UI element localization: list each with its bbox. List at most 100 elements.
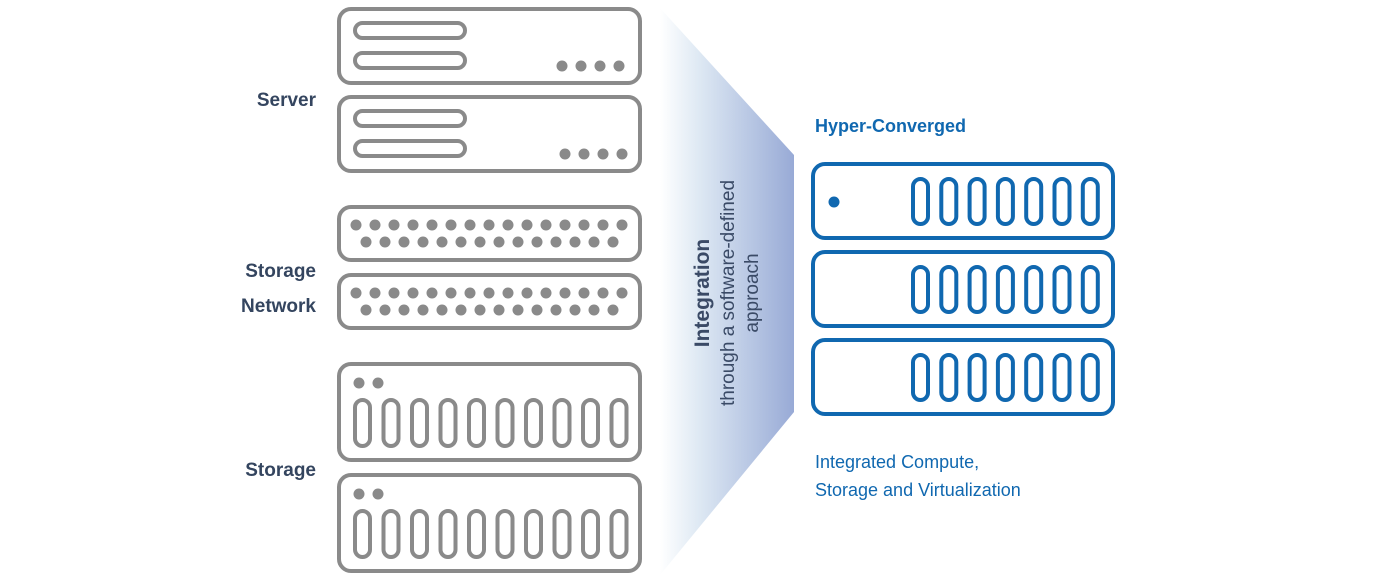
hyper-converged-unit [811, 338, 1115, 416]
port [550, 304, 562, 316]
hc-chassis [811, 250, 1115, 328]
integration-subtitle-line2: approach [742, 253, 763, 333]
port [540, 287, 552, 299]
port [350, 287, 362, 299]
storage-network-label: Storage Network [196, 254, 316, 324]
port [388, 219, 400, 231]
status-led [613, 60, 625, 72]
server-label: Server [256, 90, 316, 111]
drive-bay [381, 398, 401, 448]
drive-bay [1052, 265, 1072, 314]
port [607, 236, 619, 248]
port [493, 304, 505, 316]
drive-bay [495, 398, 515, 448]
port [445, 287, 457, 299]
status-led [559, 148, 571, 160]
port [483, 287, 495, 299]
integration-subtitle-line1: through a software-defined [718, 179, 739, 407]
port [398, 304, 410, 316]
port [578, 287, 590, 299]
drive-bay [410, 398, 429, 448]
port [493, 236, 505, 248]
switch-chassis [337, 273, 642, 330]
port [379, 236, 391, 248]
drive-bay [495, 509, 515, 559]
storage-unit [337, 473, 642, 573]
port [578, 219, 590, 231]
drive-bay [939, 265, 959, 314]
hc-chassis [811, 338, 1115, 416]
port [407, 219, 419, 231]
drive-bay [1024, 265, 1044, 314]
port [559, 287, 571, 299]
port [369, 219, 381, 231]
switch-chassis [337, 205, 642, 262]
port [388, 287, 400, 299]
drive-bay [410, 509, 429, 559]
port [474, 236, 486, 248]
integration-title: Integration [691, 238, 714, 348]
port [540, 219, 552, 231]
drive-bay [967, 353, 987, 402]
network-switch-unit [337, 273, 642, 330]
hyper-converged-unit [811, 250, 1115, 328]
storage-network-label-line1: Storage [245, 261, 316, 282]
status-led [372, 377, 384, 389]
status-led [597, 148, 609, 160]
port [426, 287, 438, 299]
status-led [372, 488, 384, 500]
drive-bay [967, 265, 987, 314]
port [588, 304, 600, 316]
port [350, 219, 362, 231]
drive-bay [609, 509, 629, 559]
drive-bay [1024, 353, 1044, 402]
server-chassis [337, 7, 642, 85]
storage-chassis [337, 362, 642, 462]
drive-bay [581, 398, 600, 448]
drive-bay [524, 398, 543, 448]
status-led [594, 60, 606, 72]
port [531, 304, 543, 316]
port [483, 219, 495, 231]
port [360, 236, 372, 248]
port [474, 304, 486, 316]
port [464, 219, 476, 231]
drive-bay [381, 509, 401, 559]
port [512, 304, 524, 316]
storage-network-label-line2: Network [241, 296, 316, 317]
drive-slot [353, 109, 467, 128]
port [531, 236, 543, 248]
port [569, 304, 581, 316]
drive-slot [353, 21, 467, 40]
port [417, 304, 429, 316]
drive-bay [967, 177, 987, 226]
drive-bay [1080, 265, 1100, 314]
hyper-converged-title: Hyper-Converged [815, 116, 967, 136]
drive-bay [911, 353, 930, 402]
port [616, 287, 628, 299]
drive-slot [353, 139, 467, 158]
drive-bay [609, 398, 629, 448]
status-led [578, 148, 590, 160]
drive-bay [524, 509, 543, 559]
status-led [353, 488, 365, 500]
status-led [828, 196, 840, 208]
storage-unit [337, 362, 642, 462]
port [426, 219, 438, 231]
port [512, 236, 524, 248]
drive-bay [1052, 177, 1072, 226]
drive-bay [1024, 177, 1044, 226]
network-switch-unit [337, 205, 642, 262]
drive-bay [995, 177, 1015, 226]
drive-bay [1080, 177, 1100, 226]
status-led [575, 60, 587, 72]
port [455, 304, 467, 316]
port [502, 219, 514, 231]
port [436, 304, 448, 316]
drive-bay [438, 398, 458, 448]
drive-bay [995, 353, 1015, 402]
port [588, 236, 600, 248]
status-led [353, 377, 365, 389]
port [616, 219, 628, 231]
port [398, 236, 410, 248]
